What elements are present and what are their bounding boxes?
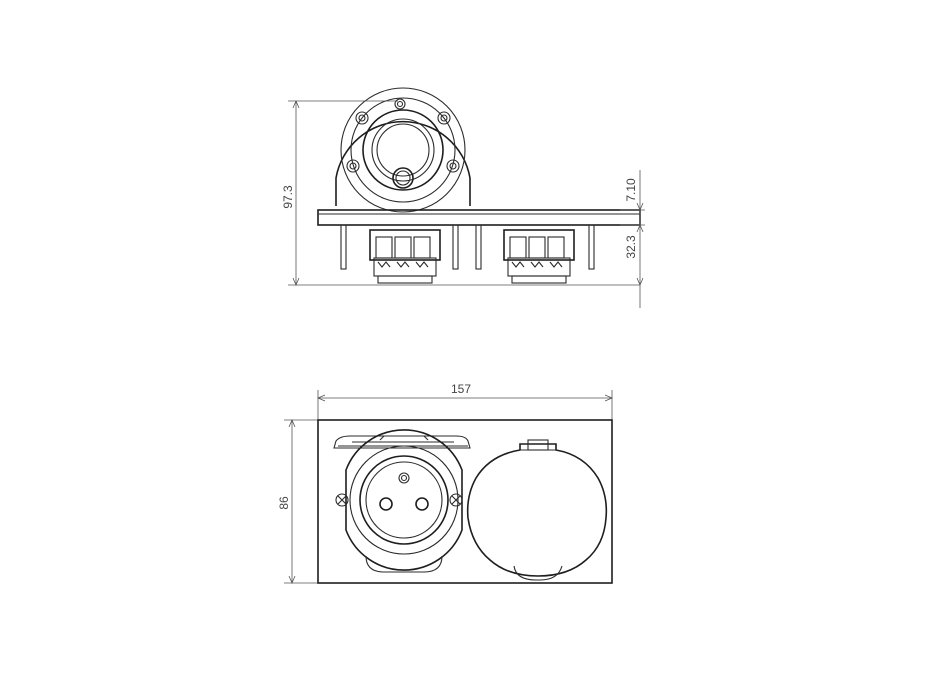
side-view: 97.3 7.10 32.3: [281, 87, 645, 308]
dimension-overall-height-front: 86: [277, 418, 318, 585]
terminal-block-right: [503, 229, 575, 284]
closed-socket-cover: [466, 439, 608, 581]
dimension-label-7-10: 7.10: [624, 178, 638, 202]
dimension-label-86: 86: [277, 496, 291, 510]
dimension-label-97-3: 97.3: [281, 185, 295, 209]
dimension-overall-width: 157: [316, 382, 614, 420]
dimension-overall-height-side: 97.3: [281, 99, 640, 287]
dimension-right-side: 7.10 32.3: [620, 170, 645, 308]
pins-side: [340, 224, 595, 270]
dimension-label-32-3: 32.3: [624, 235, 638, 259]
open-socket: [333, 429, 471, 573]
mounting-plate-side: [317, 209, 641, 226]
face-plate: [317, 419, 613, 584]
terminal-block-left: [369, 229, 441, 284]
socket-housing-side: [335, 87, 471, 213]
front-view: 157 86: [277, 382, 614, 585]
dimension-label-157: 157: [451, 382, 471, 396]
